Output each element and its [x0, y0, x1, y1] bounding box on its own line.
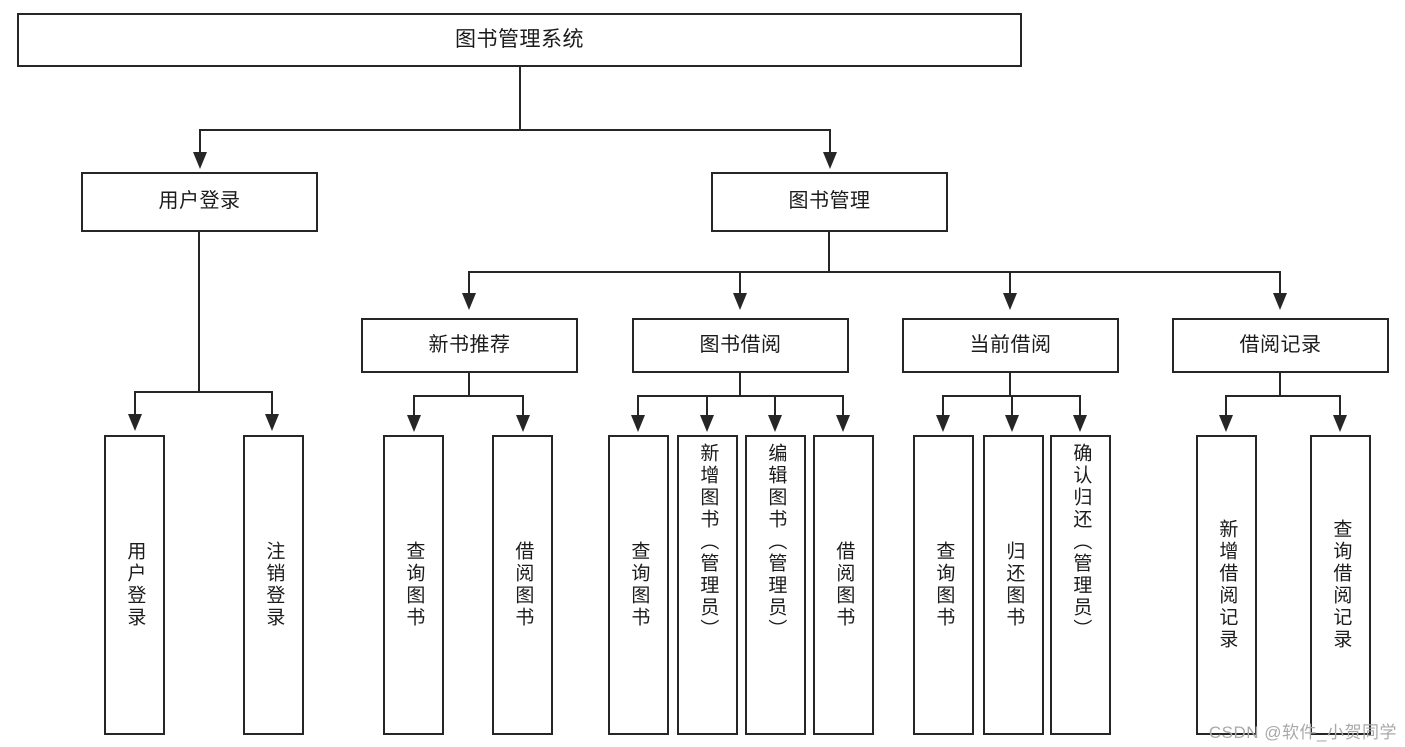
connector-bm-to-current-borrow	[1009, 271, 1011, 295]
arrowhead-borrow-record	[1273, 293, 1287, 310]
node-leaf-return-book-label: 归还图书	[1003, 541, 1025, 629]
node-leaf-add-record[interactable]: 新增借阅记录	[1196, 435, 1257, 735]
arrowhead-book-management	[823, 152, 837, 169]
arrowhead-book-borrow	[733, 293, 747, 310]
arrowhead-leaf-add-record	[1219, 415, 1233, 432]
arrowhead-leaf-user-login	[128, 414, 142, 431]
connector-br-stem	[1279, 373, 1281, 396]
node-leaf-logout-login[interactable]: 注销登录	[243, 435, 304, 735]
node-leaf-query-book-3-label: 查询图书	[933, 541, 955, 629]
arrowhead-leaf-query-record	[1333, 415, 1347, 432]
connector-nbr-to-leaf-1	[413, 395, 415, 417]
connector-user-login-bus	[134, 391, 272, 393]
connector-br-to-leaf-1	[1225, 395, 1227, 417]
node-leaf-borrow-book-1[interactable]: 借阅图书	[492, 435, 553, 735]
connector-br-bus	[1225, 395, 1341, 397]
arrowhead-current-borrow	[1003, 293, 1017, 310]
arrowhead-leaf-logout-login	[265, 414, 279, 431]
node-leaf-logout-login-label: 注销登录	[263, 541, 285, 629]
node-new-book-recommend[interactable]: 新书推荐	[361, 318, 578, 373]
node-leaf-query-book-1-label: 查询图书	[403, 541, 425, 629]
node-current-borrow-label: 当前借阅	[969, 333, 1052, 356]
arrowhead-leaf-query-book-1	[407, 415, 421, 432]
node-book-borrow-label: 图书借阅	[699, 333, 782, 356]
csdn-watermark: CSDN @软件_小贺同学	[1208, 723, 1397, 742]
arrowhead-leaf-query-book-2	[631, 415, 645, 432]
node-leaf-user-login-label: 用户登录	[124, 541, 146, 629]
node-leaf-add-book-label: 新增图书（管理员）	[697, 443, 719, 641]
node-root[interactable]: 图书管理系统	[17, 13, 1022, 67]
connector-book-management-bus	[468, 271, 1280, 273]
node-leaf-add-record-label: 新增借阅记录	[1216, 519, 1238, 651]
node-user-login-label: 用户登录	[158, 190, 241, 213]
arrowhead-leaf-return-book	[1005, 415, 1019, 432]
arrowhead-leaf-edit-book	[768, 415, 782, 432]
connector-nbr-stem	[468, 373, 470, 396]
node-book-borrow[interactable]: 图书借阅	[632, 318, 849, 373]
node-leaf-edit-book[interactable]: 编辑图书（管理员）	[745, 435, 806, 735]
connector-root-to-book-management	[829, 129, 831, 154]
node-leaf-user-login[interactable]: 用户登录	[104, 435, 165, 735]
connector-bb-to-leaf-4	[842, 395, 844, 417]
connector-bb-to-leaf-1	[637, 395, 639, 417]
arrowhead-user-login	[193, 152, 207, 169]
arrowhead-leaf-add-book	[700, 415, 714, 432]
node-leaf-query-book-2[interactable]: 查询图书	[608, 435, 669, 735]
connector-user-login-to-leaf-1	[134, 391, 136, 416]
node-leaf-borrow-book-2-label: 借阅图书	[833, 541, 855, 629]
connector-cb-to-leaf-2	[1011, 395, 1013, 417]
node-root-label: 图书管理系统	[455, 27, 584, 51]
connector-root-to-user-login	[199, 129, 201, 154]
node-leaf-query-book-3[interactable]: 查询图书	[913, 435, 974, 735]
connector-cb-stem	[1009, 373, 1011, 396]
node-user-login[interactable]: 用户登录	[81, 172, 318, 232]
node-leaf-confirm-return[interactable]: 确认归还（管理员）	[1050, 435, 1111, 735]
connector-nbr-to-leaf-2	[522, 395, 524, 417]
node-leaf-return-book[interactable]: 归还图书	[983, 435, 1044, 735]
connector-bb-to-leaf-3	[774, 395, 776, 417]
node-leaf-borrow-book-1-label: 借阅图书	[512, 541, 534, 629]
node-leaf-borrow-book-2[interactable]: 借阅图书	[813, 435, 874, 735]
node-leaf-edit-book-label: 编辑图书（管理员）	[765, 443, 787, 641]
node-leaf-add-book[interactable]: 新增图书（管理员）	[677, 435, 738, 735]
connector-user-login-to-leaf-2	[271, 391, 273, 416]
connector-br-to-leaf-2	[1339, 395, 1341, 417]
arrowhead-leaf-borrow-book-1	[516, 415, 530, 432]
connector-bb-stem	[739, 373, 741, 396]
connector-nbr-bus	[413, 395, 523, 397]
connector-cb-to-leaf-3	[1079, 395, 1081, 417]
arrowhead-new-book-recommend	[462, 293, 476, 310]
node-book-management-label: 图书管理	[788, 190, 871, 213]
connector-root-bus	[199, 129, 831, 131]
connector-cb-to-leaf-1	[942, 395, 944, 417]
node-leaf-confirm-return-label: 确认归还（管理员）	[1070, 443, 1092, 641]
connector-root-stem	[519, 67, 521, 130]
node-leaf-query-book-2-label: 查询图书	[628, 541, 650, 629]
arrowhead-leaf-query-book-3	[936, 415, 950, 432]
node-book-management[interactable]: 图书管理	[711, 172, 948, 232]
connector-bm-to-new-book-recommend	[468, 271, 470, 295]
node-new-book-recommend-label: 新书推荐	[428, 333, 511, 356]
node-leaf-query-record[interactable]: 查询借阅记录	[1310, 435, 1371, 735]
arrowhead-leaf-borrow-book-2	[836, 415, 850, 432]
node-leaf-query-book-1[interactable]: 查询图书	[383, 435, 444, 735]
connector-user-login-stem	[198, 232, 200, 392]
connector-book-management-stem	[828, 232, 830, 272]
connector-bm-to-borrow-record	[1279, 271, 1281, 295]
connector-bb-to-leaf-2	[706, 395, 708, 417]
connector-bb-bus	[637, 395, 844, 397]
node-current-borrow[interactable]: 当前借阅	[902, 318, 1119, 373]
connector-bm-to-book-borrow	[739, 271, 741, 295]
node-borrow-record-label: 借阅记录	[1239, 333, 1322, 356]
arrowhead-leaf-confirm-return	[1073, 415, 1087, 432]
node-borrow-record[interactable]: 借阅记录	[1172, 318, 1389, 373]
node-leaf-query-record-label: 查询借阅记录	[1330, 519, 1352, 651]
